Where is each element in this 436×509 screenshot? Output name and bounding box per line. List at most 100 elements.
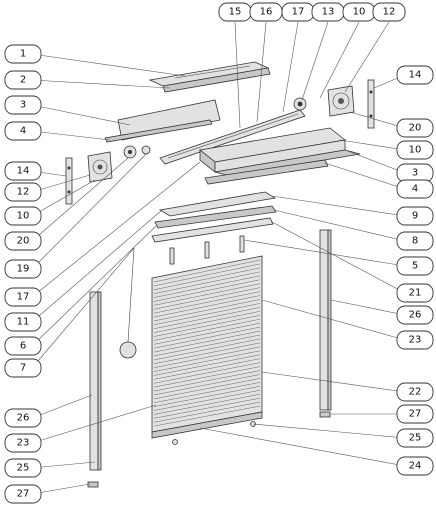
callout-24: 24: [396, 456, 434, 476]
callout-11: 11: [4, 312, 42, 332]
curtain-slat-line: [153, 390, 261, 411]
callout-27-right: 27: [396, 404, 434, 424]
callout-12-left: 12: [4, 182, 42, 202]
callout-26-left: 26: [4, 408, 42, 428]
curtain-slat-line: [153, 393, 261, 415]
left-end-cap: [87, 151, 113, 183]
callout-21: 21: [396, 283, 434, 303]
callout-9: 9: [396, 206, 434, 226]
bearing-disk: [293, 97, 307, 111]
callout-25-right-label: 25: [409, 433, 422, 444]
lower-rail-right: [204, 159, 329, 185]
callout-25-left-label: 25: [17, 463, 30, 474]
lower-rail-left: [104, 119, 213, 143]
callout-6-label: 6: [20, 341, 26, 352]
curtain-slat-line: [153, 279, 261, 302]
curtain-slat-line: [153, 311, 261, 333]
callout-26-right: 26: [396, 305, 434, 325]
right-bracket: [367, 79, 375, 129]
callout-13-top-label: 13: [322, 7, 335, 18]
callout-10-top-label: 10: [353, 7, 366, 18]
callout-14-right-label: 14: [409, 70, 422, 81]
right-guide-rail: [319, 229, 332, 411]
callout-1-label: 1: [20, 49, 26, 60]
callout-23-right-label: 23: [409, 335, 422, 346]
callout-10-right: 10: [396, 140, 434, 160]
curtain-slat-line: [153, 295, 261, 318]
callout-12-left-label: 12: [17, 187, 30, 198]
callout-10-left-label: 10: [17, 211, 30, 222]
callout-12-top-label: 12: [383, 7, 396, 18]
callout-13-top: 13: [311, 2, 345, 22]
callout-15-top-label: 15: [229, 7, 242, 18]
callout-27-left-label: 27: [17, 489, 30, 500]
curtain-slat-line: [153, 275, 261, 298]
roller-axle-tube: [159, 109, 306, 165]
curtain-slat-line: [153, 374, 261, 396]
callout-3: 3: [4, 95, 42, 115]
callout-17-left: 17: [4, 287, 42, 307]
top-slat: [158, 191, 277, 217]
curtain-slat-line: [153, 362, 261, 384]
callout-10-top: 10: [342, 2, 376, 22]
pull-cord: [119, 247, 137, 359]
curtain-slat-line: [153, 382, 261, 403]
callout-17-top-label: 17: [292, 7, 305, 18]
curtain-slat-line: [153, 326, 261, 349]
callout-23-right: 23: [396, 330, 434, 350]
front-panel: [117, 99, 221, 141]
callout-4-label: 4: [20, 126, 26, 137]
callout-2-label: 2: [20, 75, 26, 86]
right-end-cap: [327, 85, 355, 117]
curtain-slat-line: [153, 307, 261, 329]
callout-4-right: 4: [396, 179, 434, 199]
curtain-slat-line: [153, 271, 261, 294]
callout-9-label: 9: [412, 211, 418, 222]
curtain-slat-line: [153, 283, 261, 306]
callout-1: 1: [4, 44, 42, 64]
curtain-slat-line: [153, 299, 261, 322]
top-cover-plate: [148, 61, 271, 93]
slat-rail: [154, 205, 277, 229]
callout-23-left-label: 23: [17, 438, 30, 449]
callout-19-label: 19: [17, 264, 30, 275]
pulley-left: [123, 145, 151, 159]
roller-curtain: [151, 255, 263, 433]
callout-3-right: 3: [396, 163, 434, 183]
callout-24-label: 24: [409, 461, 422, 472]
curtain-slat-line: [153, 338, 261, 361]
curtain-slat-line: [153, 378, 261, 400]
callout-25-right: 25: [396, 428, 434, 448]
callout-5: 5: [396, 256, 434, 276]
callout-22: 22: [396, 382, 434, 402]
curtain-slat-line: [153, 397, 261, 419]
curtain-slat-line: [153, 334, 261, 357]
curtain-slat-line: [153, 386, 261, 407]
callout-6: 6: [4, 336, 42, 356]
callout-14-left-label: 14: [17, 166, 30, 177]
callout-15-top: 15: [218, 2, 252, 22]
callout-17-left-label: 17: [17, 292, 30, 303]
callout-8-label: 8: [412, 236, 418, 247]
curtain-slat-line: [153, 303, 261, 326]
callout-23-left: 23: [4, 433, 42, 453]
callout-21-label: 21: [409, 288, 422, 299]
callout-19: 19: [4, 259, 42, 279]
curtain-slat-line: [153, 405, 261, 427]
callout-12-top: 12: [372, 2, 406, 22]
callout-5-label: 5: [412, 261, 418, 272]
callout-3-right-label: 3: [412, 168, 418, 179]
callout-22-label: 22: [409, 387, 422, 398]
callout-27-left: 27: [4, 484, 42, 504]
callout-4-right-label: 4: [412, 184, 418, 195]
curtain-slat-line: [153, 330, 261, 353]
callout-20-left-label: 20: [17, 236, 30, 247]
curtain-slat-line: [153, 263, 261, 287]
curtain-slat-line: [153, 346, 261, 368]
callout-3-label: 3: [20, 100, 26, 111]
hanger-clips: [169, 235, 245, 265]
callout-10-left: 10: [4, 206, 42, 226]
callout-17-top: 17: [281, 2, 315, 22]
